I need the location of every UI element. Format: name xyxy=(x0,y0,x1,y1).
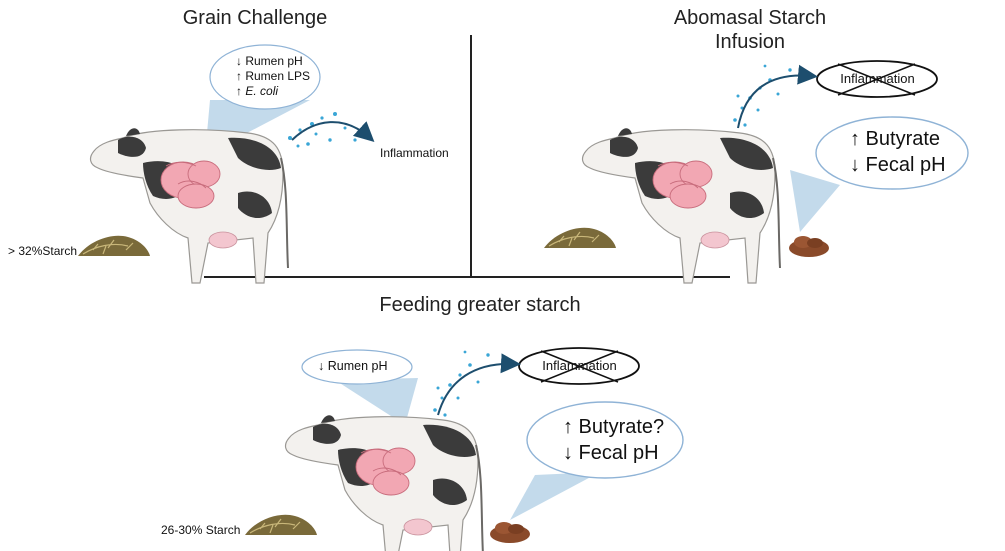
abomasal-title-line-2: Infusion xyxy=(714,31,786,53)
grain-bubble-arrow: ↑ xyxy=(236,84,242,98)
feeding-beam xyxy=(335,378,418,425)
abomasal-crossed-label: Inflammation xyxy=(840,71,915,86)
feeding-arrow xyxy=(437,353,521,416)
grain-bubble-text: ↓ Rumen pH ↑ Rumen LPS ↑ E. coli xyxy=(236,54,326,99)
feeding-particles xyxy=(433,350,490,417)
grain-bubble-line-1: ↓ Rumen pH xyxy=(236,54,303,68)
grain-particles xyxy=(288,112,357,148)
feeding-fecal-line-1: ↑ Butyrate? xyxy=(563,416,665,438)
grain-bubble-line-2: ↑ Rumen LPS xyxy=(236,69,311,83)
grain-feed-label: > 32%Starch xyxy=(8,244,78,258)
feeding-feed-pile xyxy=(244,514,318,536)
grain-arrow xyxy=(291,121,375,143)
feeding-manure xyxy=(490,522,530,543)
feeding-crossed-label: Inflammation xyxy=(542,358,617,373)
abomasal-bubble-line-2: ↓ Fecal pH xyxy=(850,154,946,176)
feeding-fecal-bubble-text: ↑ Butyrate? ↓ Fecal pH xyxy=(563,414,703,466)
abomasal-manure xyxy=(789,236,829,257)
abomasal-title-line-1: Abomasal Starch xyxy=(673,7,827,29)
grain-cow xyxy=(89,127,289,284)
grain-bubble-ecoli: E. coli xyxy=(245,84,279,98)
abomasal-beam xyxy=(790,170,840,232)
feeding-feed-label: 26-30% Starch xyxy=(161,523,241,537)
feeding-fecal-line-2: ↓ Fecal pH xyxy=(563,442,659,464)
abomasal-bubble xyxy=(815,116,969,190)
feeding-fecal-bubble xyxy=(526,401,684,479)
abomasal-bubble-text: ↑ Butyrate ↓ Fecal pH xyxy=(850,126,980,178)
abomasal-feed-pile xyxy=(543,227,617,249)
grain-bubble xyxy=(209,44,321,110)
feeding-bubble xyxy=(301,349,413,385)
grain-title: Grain Challenge xyxy=(182,7,328,29)
feeding-bubble-text: ↓ Rumen pH xyxy=(318,359,388,373)
feeding-title: Feeding greater starch xyxy=(379,294,581,316)
feeding-fecal-beam xyxy=(510,472,600,520)
grain-feed-pile xyxy=(77,235,151,257)
abomasal-bubble-line-1: ↑ Butyrate xyxy=(850,128,941,150)
abomasal-particles xyxy=(733,64,792,127)
grain-bubble-line-3: ↑ E. coli xyxy=(236,84,326,99)
abomasal-title: Abomasal Starch Infusion xyxy=(640,6,860,54)
abomasal-cow xyxy=(581,127,781,284)
abomasal-arrow xyxy=(737,64,818,129)
grain-effect-label: Inflammation xyxy=(380,146,449,160)
